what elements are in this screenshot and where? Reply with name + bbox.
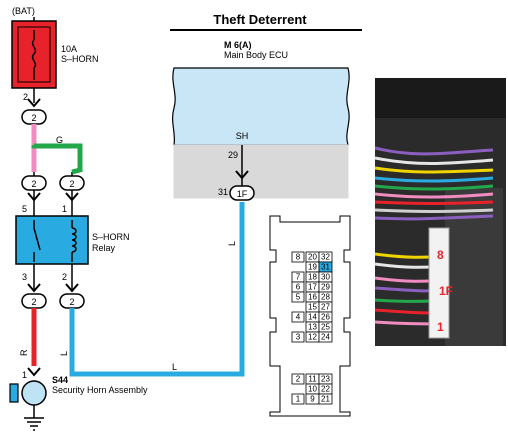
face-upper-pin-16-label: 16 [308,293,317,302]
relay-conn-bottom-right-label: 2 [69,297,74,307]
ecu-terminal: SH [236,131,249,141]
face-upper-left-5-label: 5 [296,293,301,302]
blue-wire-left-label: L [59,351,69,356]
fuse-connector-label: 2 [31,113,36,123]
face-upper-pin-30-label: 30 [321,273,330,282]
face-upper-left-4-cell [291,311,305,323]
red-wire-label: R [19,349,29,356]
face-lower-left-2-label: 2 [296,375,301,384]
relay-out-arrow-left-icon [27,283,41,293]
relay-conn-bottom-left-label: 2 [31,297,36,307]
blue-wire-vertical-label: L [227,241,237,246]
relay-type: Relay [92,243,116,253]
face-upper-left-4-label: 4 [296,313,301,322]
ecu-connector [229,185,255,201]
green-wire [31,143,83,172]
face-upper-pin-12-label: 12 [308,333,317,342]
ecu-connector-area [173,144,349,199]
horn-ref: S44 [52,375,68,385]
face-upper-pin-18-label: 18 [308,273,317,282]
face-lower-left-2-cell [291,373,305,385]
face-upper-pin-24-label: 24 [321,333,330,342]
face-upper-pin-20-label: 20 [308,253,317,262]
relay-conn-top-right-label: 2 [69,179,74,189]
face-lower-pin-11-label: 11 [308,375,317,384]
horn-pin: 1 [22,370,27,380]
face-upper-pin-26-label: 26 [321,313,330,322]
relay-box [15,215,89,265]
relay-pin-3: 3 [22,272,27,282]
face-upper-left-5-cell [291,291,305,303]
relay-pin-5: 5 [22,204,27,214]
relay-pin-1: 1 [62,204,67,214]
face-upper-left-8-cell [291,251,305,263]
fuse-box [11,20,57,89]
face-upper-pin-15-label: 15 [308,303,317,312]
horn-icon [9,380,47,406]
relay-conn-top-left-label: 2 [31,179,36,189]
blue-wire [69,202,245,377]
ecu-name: Main Body ECU [224,50,288,60]
ecu-connector-label: 1F [237,189,248,199]
face-upper-pin-13-label: 13 [308,323,317,332]
face-lower-pin-10-label: 10 [308,385,317,394]
photo-label-1: 1 [437,320,444,334]
face-upper-pin-19-label: 19 [308,263,317,272]
ecu-ref: M 6(A) [224,40,252,50]
relay-pin-2: 2 [62,272,67,282]
face-lower-pin-9-label: 9 [310,395,315,404]
photo-label-1F: 1F [439,284,454,298]
face-upper-pin-17-label: 17 [308,283,317,292]
relay-switch-icon [33,227,41,251]
face-lower-left-1-label: 1 [296,395,301,404]
ecu-pin-outer: 31 [218,187,228,197]
ecu-arrow-icon [235,170,249,180]
ground-icon [24,405,44,431]
green-wire-label: G [56,135,63,145]
face-upper-pin-25-label: 25 [321,323,330,332]
face-upper-pin-27-label: 27 [321,303,330,312]
bat-label: (BAT) [12,6,35,16]
face-upper-left-7-label: 7 [296,273,301,282]
relay-name: S–HORN [92,232,130,242]
relay-coil-icon [71,227,77,253]
ecu-pin-inner: 29 [228,150,238,160]
face-upper-pin-31-label: 31 [321,263,330,272]
face-upper-pin-14-label: 14 [308,313,317,322]
face-upper-left-3-cell [291,331,305,343]
fuse-rating: 10A [61,44,77,54]
face-lower-pin-22-label: 22 [321,385,330,394]
horn-arrow-icon [27,367,41,377]
face-upper-left-8-label: 8 [296,253,301,262]
fuse-name: S–HORN [61,54,99,64]
fuse-arrow-icon [27,98,41,108]
face-lower-pin-21-label: 21 [321,395,330,404]
face-upper-pin-32-label: 32 [321,253,330,262]
ecu-box [171,67,350,146]
connector-photo: 8 1F 1 [375,78,506,346]
face-upper-left-3-label: 3 [296,333,301,342]
blue-wire-bottom-label: L [172,362,177,372]
face-upper-pin-24-cell [318,331,333,343]
face-lower-left-1-cell [291,393,305,405]
face-upper-pin-28-label: 28 [321,293,330,302]
face-upper-left-6-label: 6 [296,283,301,292]
photo-label-8: 8 [437,248,444,262]
relay-out-arrow-right-icon [65,283,79,293]
horn-name: Security Horn Assembly [52,385,148,395]
face-lower-pin-23-label: 23 [321,375,330,384]
face-upper-pin-29-label: 29 [321,283,330,292]
fuse-element-icon [31,39,37,69]
fuse-pin: 2 [23,92,28,102]
face-lower-pin-21-cell [318,393,333,405]
diagram-title: Theft Deterrent [213,12,307,27]
